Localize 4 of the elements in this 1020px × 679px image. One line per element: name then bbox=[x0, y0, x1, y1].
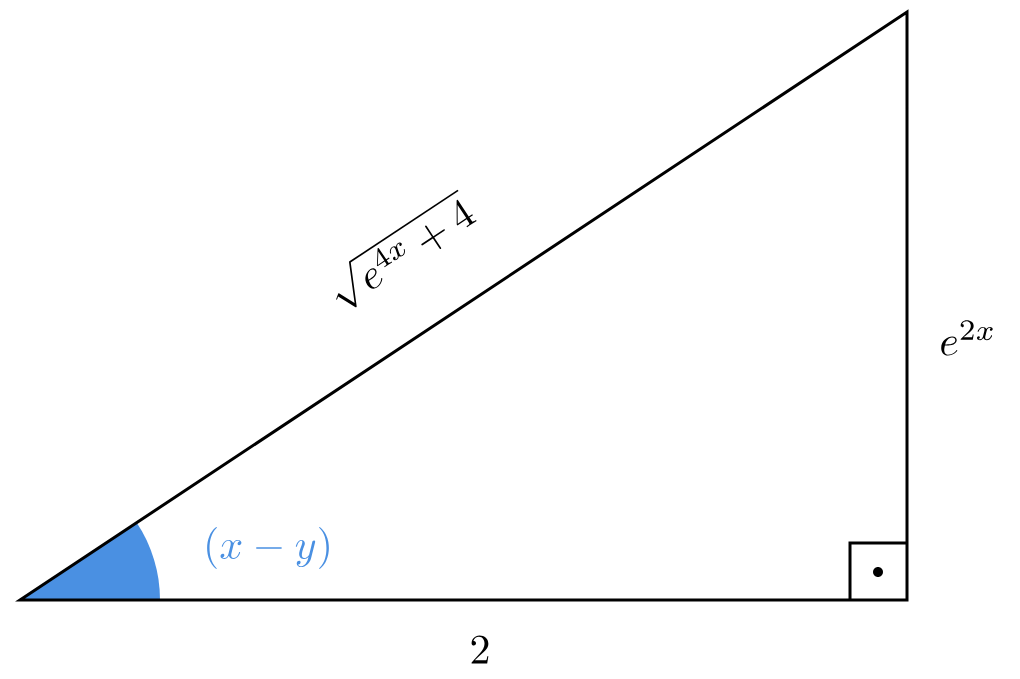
angle-label: $(x-y)$ bbox=[207, 527, 329, 569]
side-label: $2$ bbox=[471, 635, 489, 664]
side-label: $e^{2x}$ bbox=[941, 320, 993, 356]
side-label: $\sqrt{e^{4x} + 4}$ bbox=[336, 190, 477, 308]
